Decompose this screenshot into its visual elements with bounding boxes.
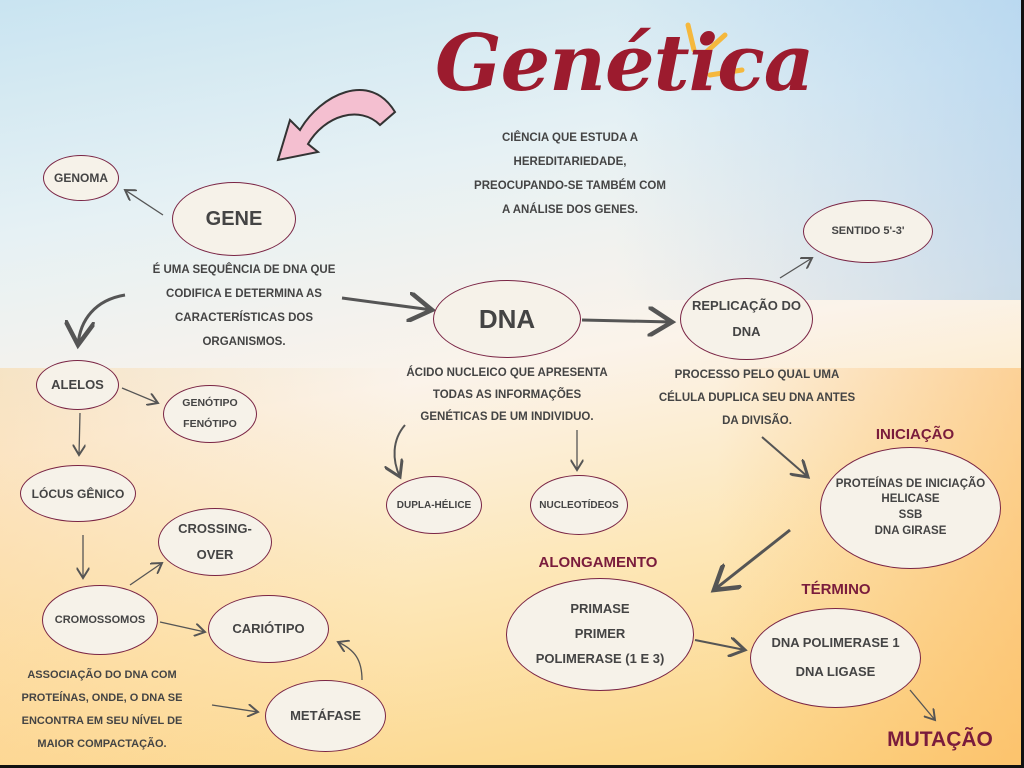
text-line: célula duplica seu DNA antes [658, 392, 856, 404]
node-iniciacao: Proteínas de iniciaçãoHelicaseSSB DNA gir… [820, 447, 1001, 569]
label-iniciacao: Iniciação [875, 426, 955, 443]
node-label: Helicase [881, 493, 940, 506]
node-label: Fenótipo [183, 418, 237, 430]
node-label: Alelos [51, 377, 104, 393]
node-label: Replicação do [691, 298, 802, 313]
node-cromossomos: Cromossomos [42, 585, 158, 655]
label-termino: Término [801, 581, 871, 598]
node-label: DNA [732, 324, 761, 339]
node-sentido: Sentido 5'-3' [803, 200, 933, 263]
node-termino: DNA polimerase 1 DNA ligase [750, 608, 921, 708]
node-label: Primase [570, 601, 630, 617]
node-label: DNA polimerase 1 [771, 635, 900, 651]
node-label: Cariótipo [232, 621, 305, 637]
node-label: Proteínas de iniciação [835, 477, 986, 490]
node-label: DNA ligase [795, 664, 876, 679]
node-label: Primer [574, 626, 626, 642]
node-label: Cromossomos [54, 613, 146, 626]
text-line: genéticas de um individuo. [420, 411, 594, 423]
node-cariotipo: Cariótipo [208, 595, 329, 663]
text-line: da divisão. [722, 415, 792, 427]
gene-description: É uma sequência de DNA que codifica e de… [153, 258, 336, 354]
node-crossing-over: Crossing-over [158, 508, 272, 576]
text-line: Ciência que estuda a [501, 132, 639, 144]
text-line: todas as informações [432, 389, 582, 401]
text-line: Ácido nucleico que apresenta [406, 367, 608, 379]
page-title: Genética [435, 18, 814, 109]
node-label: Crossing- [178, 521, 252, 536]
node-label: Genótipo [182, 397, 238, 409]
node-label: DNA girase [874, 524, 947, 537]
text-line: maior compactação. [37, 738, 167, 750]
node-label: Genoma [54, 171, 108, 185]
text-line: É uma sequência de DNA que [152, 264, 336, 276]
node-alongamento: PrimasePrimerPolimerase (1 e 3) [506, 578, 694, 691]
label-mutacao: Mutação [887, 728, 993, 751]
title-rays-icon [685, 22, 745, 78]
text-line: Processo pelo qual uma [674, 369, 840, 381]
node-genotipo-fenotipo: GenótipoFenótipo [163, 385, 257, 443]
text-line: Associação do DNA com [27, 669, 177, 681]
text-line: proteínas, onde, o DNA se [21, 692, 183, 704]
text-line: organismos. [202, 336, 286, 348]
node-label: Metáfase [290, 708, 361, 724]
cromossomo-description: Associação do DNA com proteínas, onde, o… [22, 664, 183, 756]
replicacao-description: Processo pelo qual uma célula duplica se… [659, 364, 855, 433]
node-dna: DNA [433, 280, 581, 358]
text-line: encontra em seu nível de [21, 715, 183, 727]
node-alelos: Alelos [36, 360, 119, 410]
text-line: características dos [174, 312, 313, 324]
node-label: Sentido 5'-3' [831, 225, 905, 238]
node-label: SSB [898, 509, 923, 521]
label-alongamento: Alongamento [538, 554, 658, 571]
node-label: Nucleotídeos [539, 499, 619, 511]
node-replicacao-dna: Replicação do DNA [680, 278, 813, 360]
text-line: preocupando-se também com [474, 180, 666, 192]
node-nucleotideos: Nucleotídeos [530, 475, 628, 535]
node-label: over [196, 547, 234, 562]
node-metafase: Metáfase [265, 680, 386, 752]
text-line: hereditariedade, [513, 156, 627, 168]
node-label: Lócus gênico [31, 486, 125, 501]
pink-arrow-icon [276, 89, 397, 162]
node-locus-genico: Lócus gênico [20, 465, 136, 522]
node-genoma: Genoma [43, 155, 119, 201]
dna-description: Ácido nucleico que apresenta todas as in… [406, 362, 607, 428]
genetica-definition: Ciência que estuda a hereditariedade, pr… [474, 126, 666, 222]
text-line: codifica e determina as [166, 288, 322, 300]
node-label: Polimerase (1 e 3) [535, 650, 665, 666]
node-dupla-helice: Dupla-hélice [386, 476, 482, 534]
node-label: Dupla-hélice [396, 499, 472, 511]
node-gene: Gene [172, 182, 296, 256]
node-label: DNA [478, 303, 536, 334]
text-line: a análise dos genes. [502, 204, 638, 216]
node-label: Gene [205, 208, 263, 230]
